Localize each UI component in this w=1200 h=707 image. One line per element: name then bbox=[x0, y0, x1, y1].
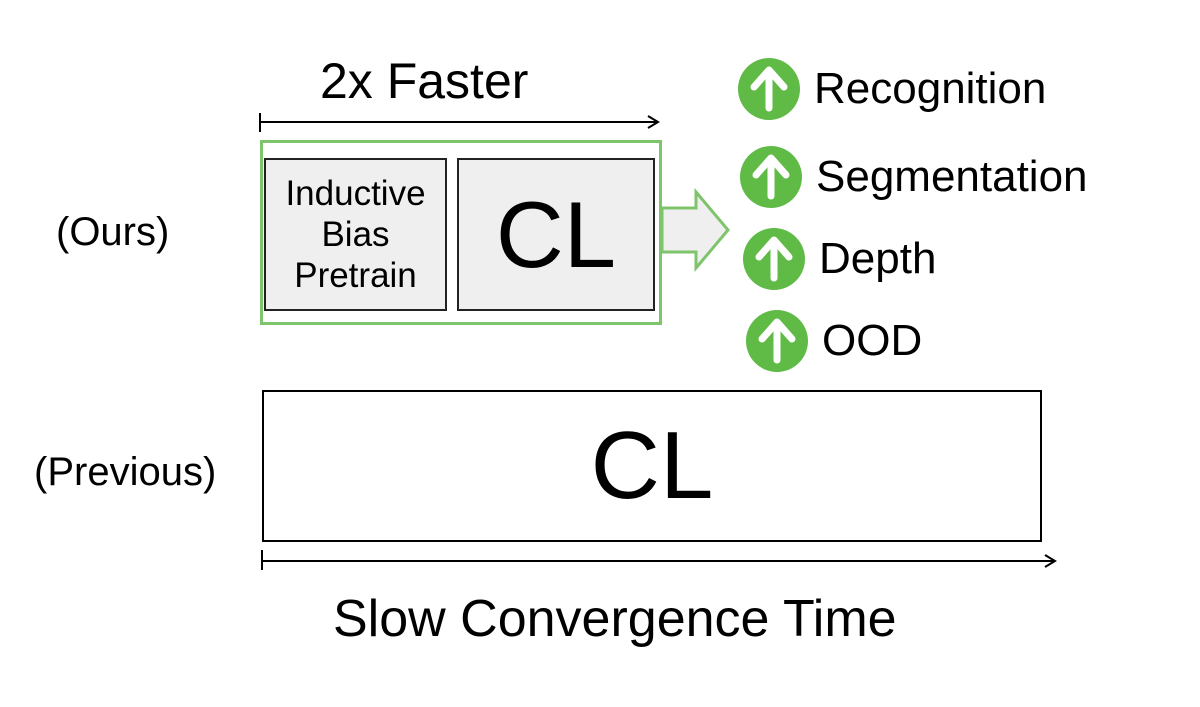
pretrain-line-2: Bias bbox=[321, 214, 390, 254]
outcome-label: Recognition bbox=[814, 64, 1047, 113]
outcome-label: Depth bbox=[819, 234, 937, 283]
pretrain-line-3: Pretrain bbox=[294, 256, 417, 296]
pretrain-line-1: Inductive bbox=[285, 173, 426, 213]
ours-row-label: (Ours) bbox=[56, 210, 170, 254]
faster-timeline-label: 2x Faster bbox=[320, 53, 529, 109]
outcome-depth: Depth bbox=[743, 228, 936, 290]
faster-timeline-arrow bbox=[259, 113, 660, 132]
slow-timeline-arrow bbox=[261, 550, 1057, 570]
ours-cl-box: CL bbox=[457, 158, 655, 311]
up-arrow-icon bbox=[746, 310, 808, 372]
previous-cl-box: CL bbox=[262, 390, 1042, 542]
outcome-recognition: Recognition bbox=[738, 58, 1046, 120]
outcome-segmentation: Segmentation bbox=[740, 146, 1088, 208]
up-arrow-icon bbox=[738, 58, 800, 120]
up-arrow-icon bbox=[743, 228, 805, 290]
block-arrow-icon bbox=[660, 188, 730, 272]
outcome-label: Segmentation bbox=[816, 152, 1088, 201]
previous-cl-label: CL bbox=[590, 412, 714, 519]
outcome-label: OOD bbox=[822, 316, 923, 365]
outcome-ood: OOD bbox=[746, 310, 922, 372]
slow-timeline-label: Slow Convergence Time bbox=[333, 590, 897, 648]
up-arrow-icon bbox=[740, 146, 802, 208]
ours-cl-label: CL bbox=[495, 181, 617, 287]
inductive-bias-pretrain-box: Inductive Bias Pretrain bbox=[264, 158, 447, 311]
previous-row-label: (Previous) bbox=[34, 450, 217, 494]
